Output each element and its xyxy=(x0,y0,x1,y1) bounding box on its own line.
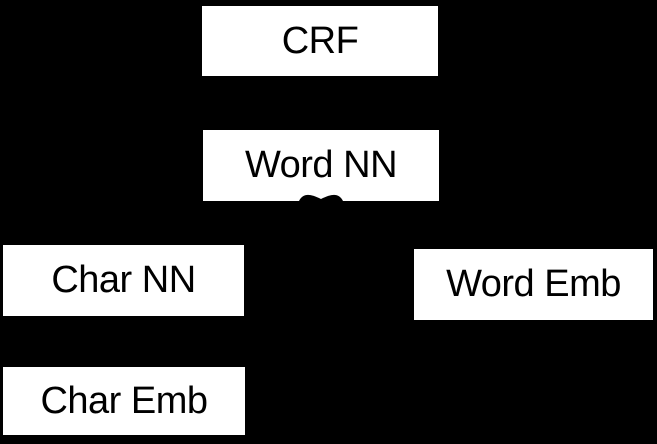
node-char-emb: Char Emb xyxy=(3,367,245,435)
node-crf: CRF xyxy=(202,6,438,76)
node-word-nn: Word NN xyxy=(203,130,439,201)
node-char-nn: Char NN xyxy=(3,245,244,316)
node-char-nn-label: Char NN xyxy=(51,259,196,301)
node-word-emb: Word Emb xyxy=(414,249,653,320)
node-word-nn-label: Word NN xyxy=(244,144,398,186)
node-char-emb-label: Char Emb xyxy=(40,379,208,422)
node-crf-label: CRF xyxy=(281,19,359,62)
node-word-emb-label: Word Emb xyxy=(446,263,621,305)
arrowhead-up-icon xyxy=(299,192,343,201)
